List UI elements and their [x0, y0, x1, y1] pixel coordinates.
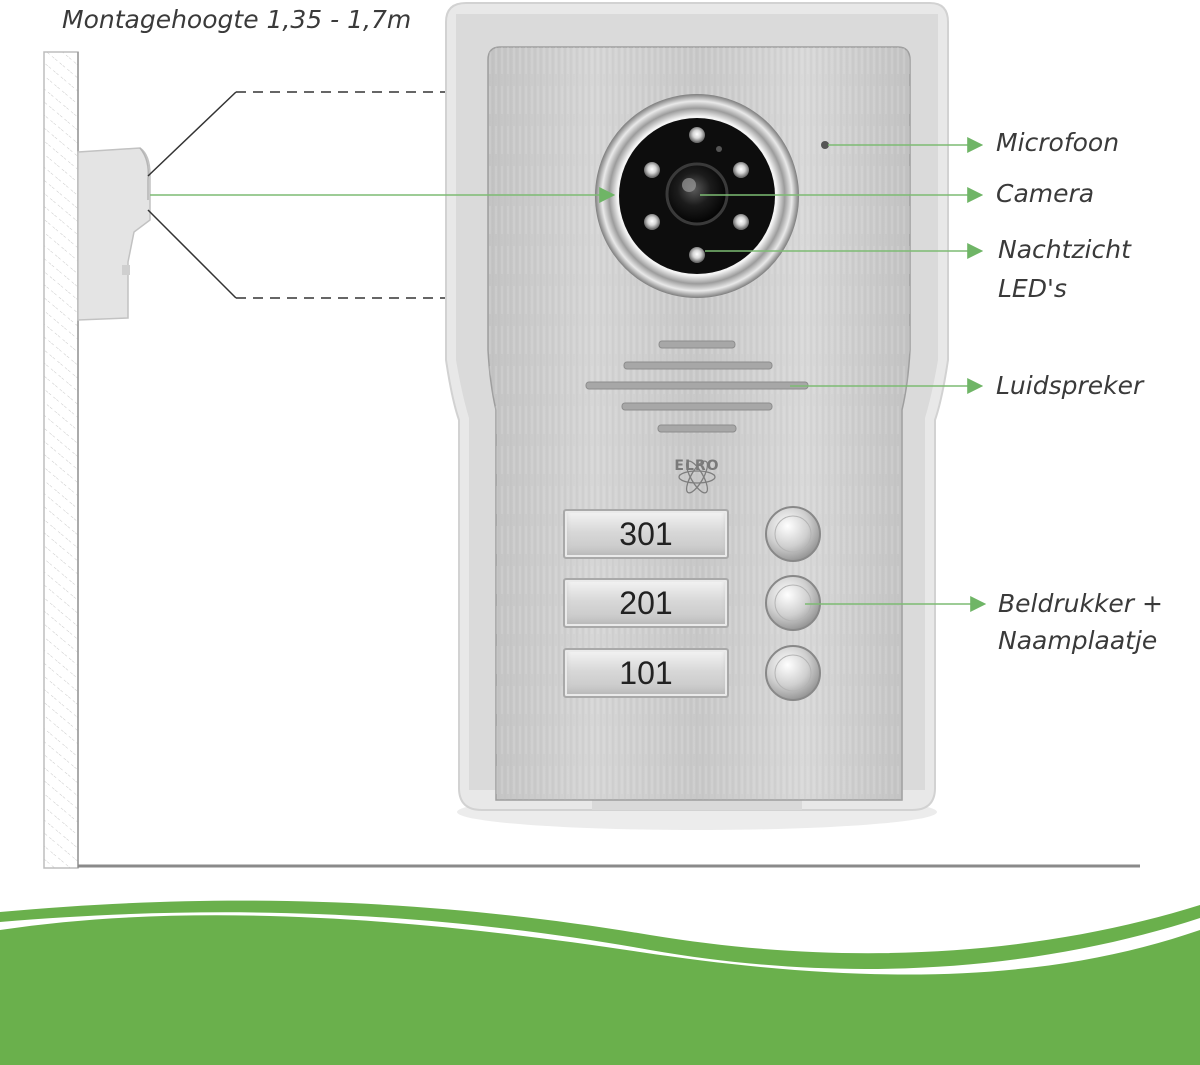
- label-leds: LED's: [998, 274, 1067, 303]
- name-plate-3: 101: [563, 648, 729, 698]
- pointer-lines: [150, 137, 987, 612]
- label-luidspreker: Luidspreker: [996, 371, 1144, 400]
- name-plate-2: 201: [563, 578, 729, 628]
- green-wave-footer: [0, 900, 1200, 1065]
- side-view-doorbell: [77, 147, 151, 321]
- bell-button-2: [765, 575, 821, 631]
- label-beldrukker: Beldrukker +: [998, 589, 1163, 618]
- bell-button-1: [765, 506, 821, 562]
- microphone-hole: [821, 141, 829, 149]
- camera-lens: [665, 162, 729, 226]
- led-6: [644, 162, 660, 178]
- name-plate-1: 301: [563, 509, 729, 559]
- speaker-grille: [585, 340, 809, 433]
- label-microfoon: Microfoon: [996, 128, 1120, 157]
- led-3: [733, 214, 749, 230]
- led-5: [644, 214, 660, 230]
- bell-button-3: [765, 645, 821, 701]
- brand-logo-text: ELRO: [674, 458, 720, 474]
- label-camera: Camera: [996, 179, 1095, 208]
- camera-ring: [595, 94, 799, 298]
- label-naamplaatje: Naamplaatje: [998, 626, 1158, 655]
- label-nachtzicht: Nachtzicht: [998, 235, 1131, 264]
- led-4: [689, 247, 705, 263]
- led-2: [733, 162, 749, 178]
- bell-buttons: [765, 506, 821, 701]
- elro-logo-mark: [678, 460, 716, 494]
- led-1: [689, 127, 705, 143]
- wall: [43, 51, 79, 869]
- mounting-height-title: Montagehoogte 1,35 - 1,7m: [62, 5, 412, 34]
